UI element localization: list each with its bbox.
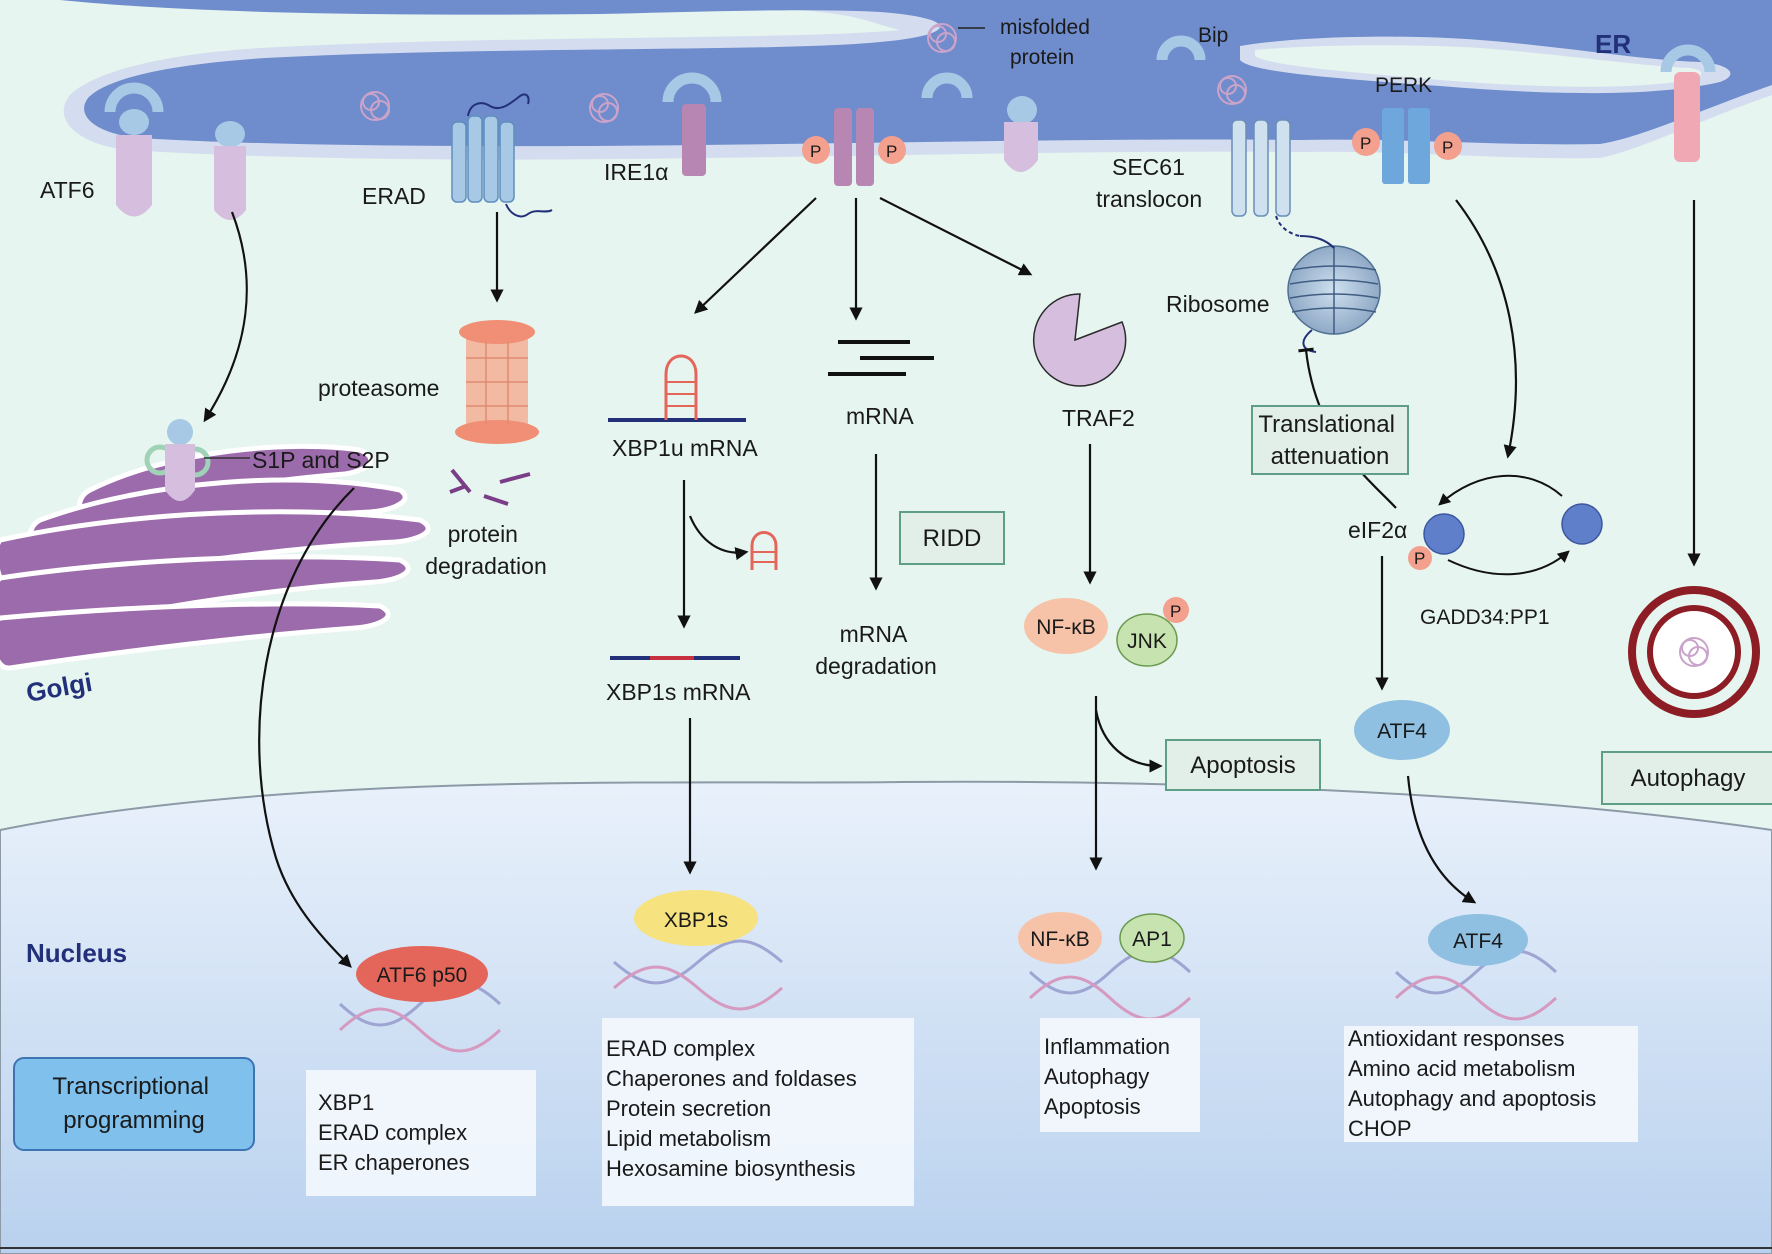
bip-label: Bip — [1198, 24, 1228, 47]
atf6-receptors — [116, 109, 246, 220]
mrna-degradation-label: mRNA degradation — [815, 621, 937, 679]
svg-text:Antioxidant responses Am: Antioxidant responses Amino acid metabol… — [1348, 1026, 1602, 1141]
er-title: ER — [1595, 29, 1631, 59]
bip-icons — [104, 35, 1716, 113]
svg-text:RIDD: RIDD — [923, 525, 982, 552]
atf6-label: ATF6 — [40, 177, 95, 203]
protein-degradation-label: protein degradation — [425, 521, 547, 579]
nuclear-atf4: ATF4 — [1428, 914, 1528, 966]
svg-text:ATF4: ATF4 — [1377, 720, 1427, 743]
traf2-icon — [1032, 293, 1127, 387]
cytosol-atf4: ATF4 — [1354, 700, 1450, 760]
apoptosis-box: Apoptosis — [1165, 739, 1321, 791]
nfkb-target-list: Inflammation Autophagy Apoptosis — [1040, 1018, 1200, 1132]
svg-text:ERAD complex Chaperones: ERAD complex Chaperones and foldases Pro… — [606, 1036, 863, 1181]
atf6-target-list: XBP1 ERAD complex ER chaperones — [306, 1070, 536, 1196]
atf4-to-nucleus-arrow — [1406, 775, 1477, 904]
eif2a-phospho-icon: P — [1408, 513, 1465, 570]
xbp1u-mrna-label: XBP1u mRNA — [612, 435, 758, 461]
s1p-s2p-label: S1P and S2P — [252, 447, 390, 473]
svg-text:Autophagy: Autophagy — [1631, 765, 1746, 792]
proteasome-icon — [455, 320, 539, 444]
dna-helix-atf4 — [1394, 949, 1558, 1021]
xbp1s-factor: XBP1s — [634, 890, 758, 946]
s1p-s2p-icon — [144, 419, 250, 501]
er-signaling-arrows — [203, 197, 1701, 567]
golgi-stack-icon — [0, 443, 431, 671]
svg-text:ATF4: ATF4 — [1453, 930, 1503, 953]
svg-text:P: P — [810, 142, 821, 161]
xbp1-splicing-arrows — [677, 480, 749, 629]
misfolded-protein-label: misfolded protein — [1000, 16, 1096, 69]
ridd-box: RIDD — [899, 511, 1005, 565]
svg-text:ATF6 p50: ATF6 p50 — [377, 964, 468, 987]
svg-text:Apoptosis: Apoptosis — [1190, 752, 1295, 779]
cytosol-nfkb-jnk-complex: NF-κB JNK P — [1024, 597, 1189, 667]
svg-text:P: P — [886, 142, 897, 161]
translational-attenuation-box: Translational attenuation — [1251, 405, 1409, 475]
nfkb-jnk-arrows — [1089, 696, 1163, 871]
erad-channel-icon — [451, 115, 515, 203]
sec61-translocon-icon — [1231, 119, 1291, 217]
traf2-label: TRAF2 — [1062, 405, 1135, 431]
svg-text:Transcriptional programm: Transcriptional programming — [52, 1073, 215, 1134]
svg-text:AP1: AP1 — [1132, 928, 1172, 951]
eif2a-dephospho-icon — [1561, 503, 1603, 545]
spliced-intron-icon — [750, 531, 778, 570]
nucleus-title: Nucleus — [26, 938, 127, 968]
ribosome-label: Ribosome — [1166, 291, 1270, 317]
perk-receptor: P P — [1352, 108, 1462, 184]
atf6-to-nucleus-arrow — [258, 487, 355, 968]
atf6-p50-factor: ATF6 p50 — [356, 946, 488, 1002]
erad-label: ERAD — [362, 183, 426, 209]
ire1-phospho-icons: P P — [802, 136, 906, 164]
svg-text:XBP1 ERAD complex: XBP1 ERAD complex ER chaperones — [318, 1090, 473, 1175]
autophagy-box: Autophagy — [1601, 751, 1772, 805]
svg-text:P: P — [1360, 134, 1371, 153]
xbp1s-mrna-label: XBP1s mRNA — [606, 679, 751, 705]
transcriptional-programming-label: Transcriptional programming — [13, 1057, 255, 1151]
nuclear-nfkb-ap1: NF-κB AP1 — [1018, 912, 1185, 964]
autophagosome-icon — [1628, 586, 1760, 718]
xbp1u-mrna-icon — [608, 354, 746, 422]
misfolded-protein-icons — [360, 23, 1247, 123]
svg-text:NF-κB: NF-κB — [1036, 616, 1096, 639]
ribosome-icon — [1287, 245, 1381, 335]
svg-text:XBP1s: XBP1s — [664, 909, 728, 932]
svg-text:P: P — [1442, 138, 1453, 157]
eif2a-label: eIF2α — [1348, 517, 1407, 543]
eif2a-cycle-arrows — [1438, 474, 1570, 576]
svg-text:Inflammation Autophagy: Inflammation Autophagy Apoptosis — [1044, 1034, 1176, 1119]
autophagy-receptor — [1674, 72, 1700, 162]
perk-label: PERK — [1375, 74, 1432, 97]
svg-text:P: P — [1170, 602, 1181, 621]
er-membrane — [0, 0, 1772, 160]
proteasome-label: proteasome — [318, 375, 439, 401]
svg-text:NF-κB: NF-κB — [1030, 928, 1090, 951]
svg-text:P: P — [1414, 549, 1425, 568]
gadd34-pp1-label: GADD34:PP1 — [1420, 606, 1550, 629]
mrna-label: mRNA — [846, 403, 914, 429]
svg-text:Translational attenuatio: Translational attenuation — [1258, 411, 1401, 470]
dna-helix-xbp1s — [613, 939, 783, 1011]
mrna-strands-icon — [828, 340, 934, 376]
peptide-fragments-icon — [449, 468, 531, 506]
atf4-target-list: Antioxidant responses Amino acid metabol… — [1344, 1026, 1638, 1142]
ire1a-label: IRE1α — [604, 159, 668, 185]
svg-text:JNK: JNK — [1127, 630, 1167, 653]
ire1-receptors — [682, 96, 1038, 186]
xbp1s-target-list: ERAD complex Chaperones and foldases Pro… — [602, 1018, 914, 1206]
sec61-label: SEC61 translocon — [1096, 154, 1202, 212]
